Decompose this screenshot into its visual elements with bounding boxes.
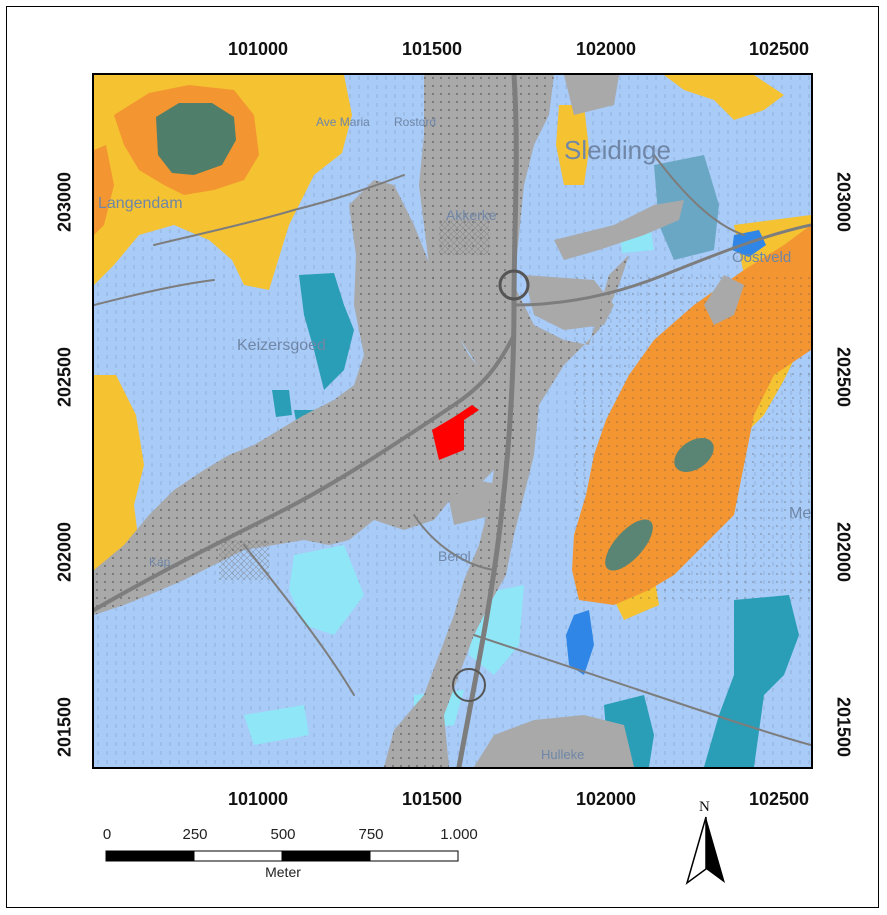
y-tick-right-4: 201500 [833,696,854,758]
y-tick-left-4: 201500 [54,696,75,758]
place-label-kap: Kap. [149,555,174,569]
north-arrow-icon [685,816,725,885]
scale-label-750: 750 [358,826,384,843]
yellow-zone-northeast [664,75,784,120]
place-label-akkerke: Akkerke [446,207,497,223]
y-tick-left-1: 203000 [54,171,75,233]
x-tick-top-2: 101500 [401,39,463,59]
map-canvas[interactable]: Sleidinge Akkerke Keizersgoed Oostveld L… [92,73,813,769]
scale-label-500: 500 [270,826,296,843]
roads [94,75,811,767]
teal-zone-north-right [654,155,719,260]
place-label-me: Me [789,505,812,522]
place-label-oostveld: Oostveld [732,249,792,266]
y-tick-left-3: 202000 [54,521,75,583]
teal-zone-west-small [272,390,292,417]
orange-zone-left-edge [94,145,114,235]
x-tick-bottom-4: 102500 [748,789,810,809]
y-tick-right-3: 202000 [833,521,854,583]
blue-zone-south [566,610,594,675]
cyan-zone-south-center [289,545,364,635]
teal-zone-southeast [704,595,799,767]
scale-bar-graphic [105,850,459,862]
place-label-langendam: Langendam [98,195,183,212]
scale-label-0: 0 [102,826,112,843]
place-label-rostord: Rostord [394,115,437,129]
green-patch-east-1 [674,437,714,473]
target-parcel [432,405,479,460]
place-label-ave-maria: Ave Maria [316,115,370,129]
x-tick-bottom-3: 102000 [575,789,637,809]
scale-label-1000: 1.000 [440,826,478,843]
x-tick-top-1: 101000 [227,39,289,59]
cyan-zone-southwest [244,705,309,745]
place-label-beroi: Berol [438,548,471,564]
x-tick-top-3: 102000 [575,39,637,59]
place-label-keizersgoed: Keizersgoed [237,337,326,354]
y-tick-right-2: 202500 [833,346,854,408]
map-frame [6,6,879,908]
y-tick-right-1: 203000 [833,171,854,233]
teal-zone-center-west [299,273,354,390]
green-patch-east-2 [605,519,653,571]
x-tick-top-4: 102500 [748,39,810,59]
x-tick-bottom-2: 101500 [401,789,463,809]
place-label-sleidinge: Sleidinge [564,135,671,165]
y-tick-left-2: 202500 [54,346,75,408]
yellow-zone-north-right [556,105,589,185]
map-svg [94,75,811,767]
scale-label-250: 250 [182,826,208,843]
north-arrow-letter: N [699,799,710,815]
scale-unit-label: Meter [265,864,301,880]
green-patch-northwest [156,103,236,175]
x-tick-bottom-1: 101000 [227,789,289,809]
place-label-hulleke: Hulleke [541,747,585,762]
